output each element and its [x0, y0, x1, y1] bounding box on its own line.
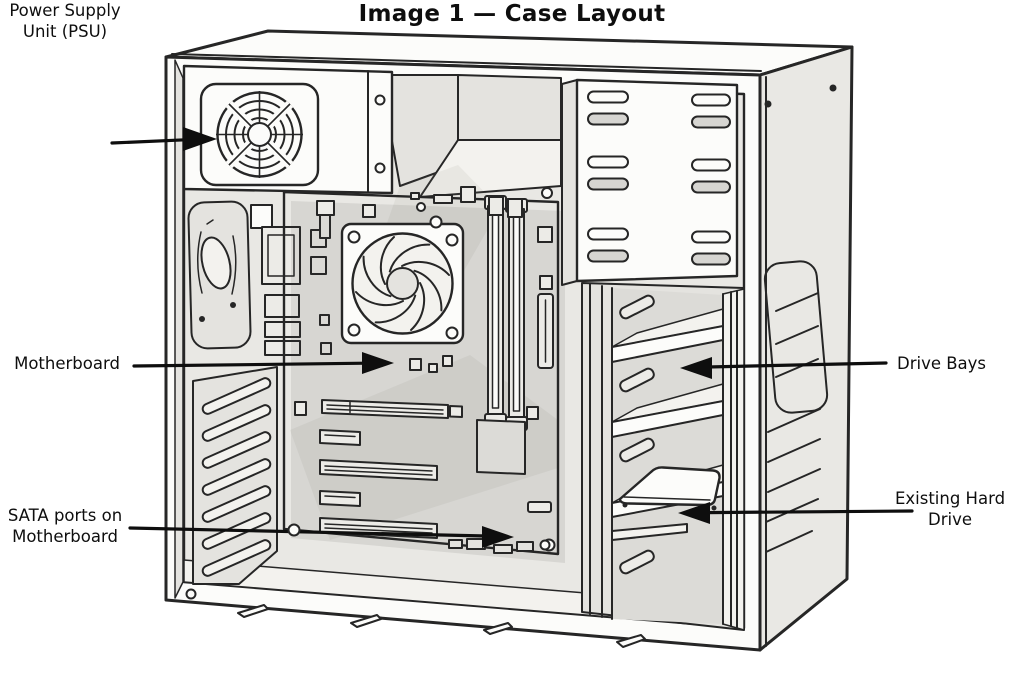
arrow-sata [128, 526, 514, 548]
chipset [476, 419, 526, 475]
cpu-fan [340, 222, 465, 345]
label-sata-ports: SATA ports on Motherboard [7, 506, 123, 547]
annotation-arrows [110, 127, 914, 548]
label-existing-hard-drive: Existing Hard Drive [894, 489, 1006, 530]
rear-fan-mount [187, 200, 252, 350]
arrow-motherboard [132, 352, 394, 374]
arrow-drive-bays [680, 357, 888, 379]
motherboard-screw [287, 523, 301, 537]
sata-ports [448, 538, 551, 554]
label-power-supply-unit: Power Supply Unit (PSU) [9, 1, 121, 42]
label-motherboard: Motherboard [14, 354, 120, 373]
upper-drive-cage [561, 78, 739, 286]
psu-fan-grille [216, 91, 303, 178]
arrow-hard-drive [678, 502, 914, 524]
power-supply-unit [182, 64, 394, 195]
figure-title: Image 1 — Case Layout [358, 1, 666, 27]
atx-power-connector [537, 275, 554, 369]
expansion-slot-covers [192, 366, 278, 585]
label-drive-bays: Drive Bays [897, 354, 987, 373]
arrow-psu [110, 127, 217, 151]
hard-drive-tray [618, 466, 721, 511]
lower-drive-bays [581, 282, 745, 631]
rear-io-ports [250, 204, 332, 356]
bay-cover-vents [587, 90, 731, 266]
motherboard [282, 186, 565, 563]
